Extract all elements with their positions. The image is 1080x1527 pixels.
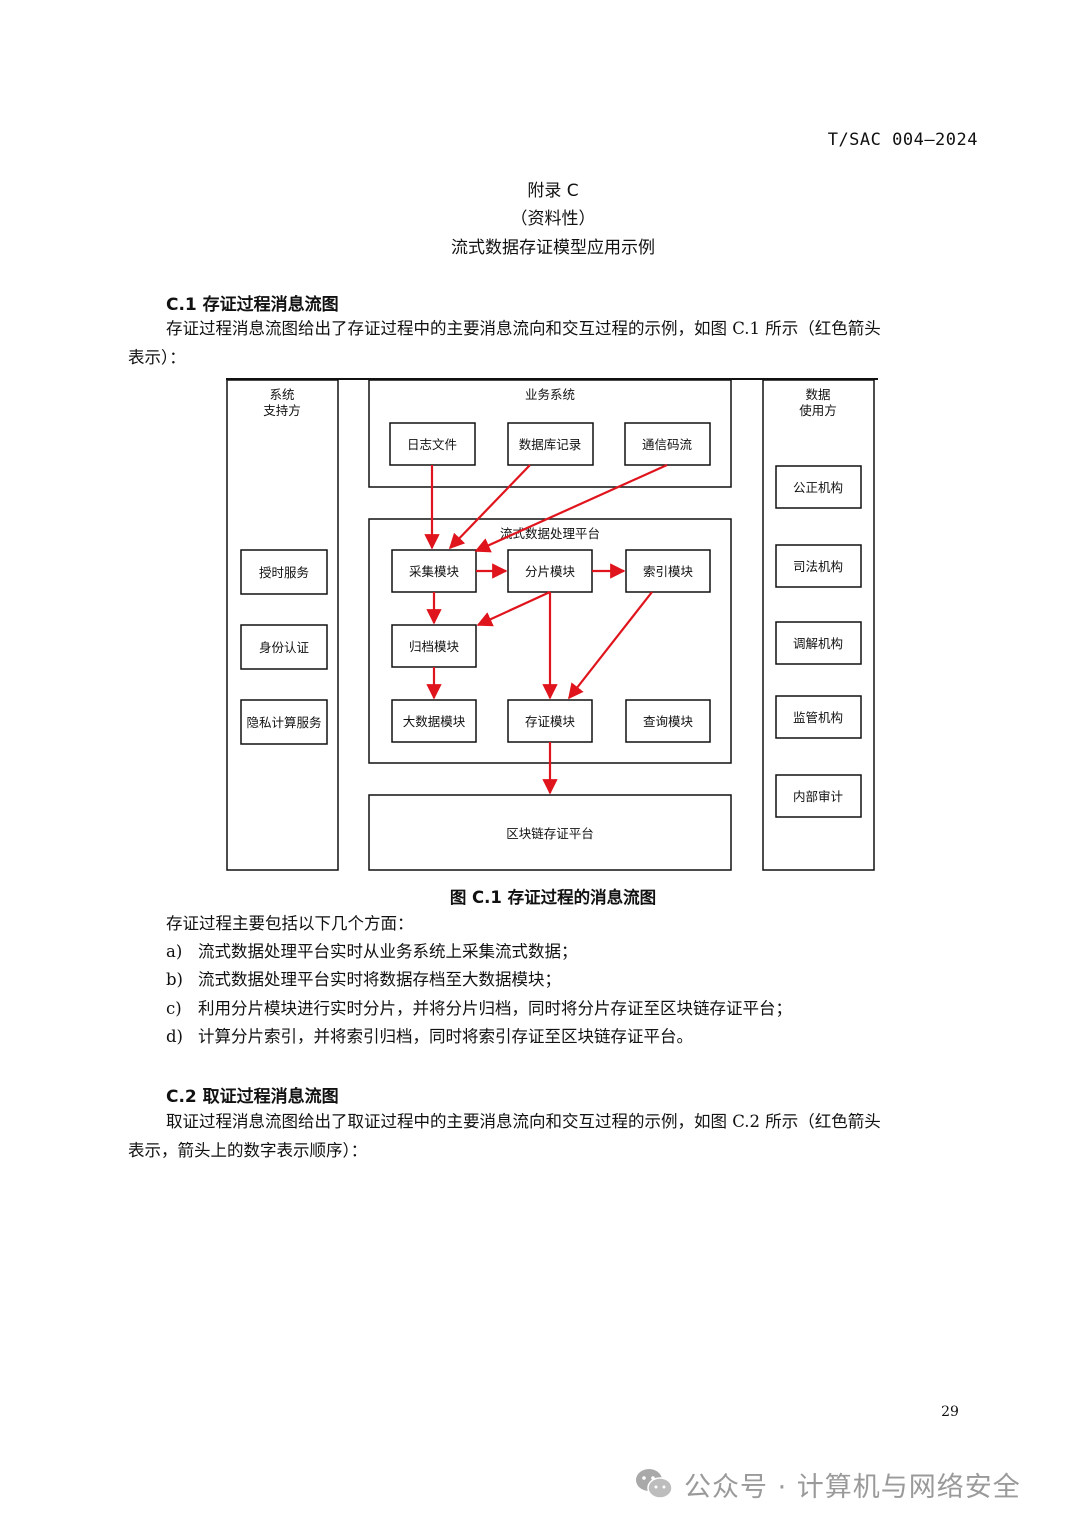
list-text-b: 流式数据处理平台实时将数据存档至大数据模块； <box>198 970 561 989</box>
db-record-label: 数据库记录 <box>519 437 582 452</box>
index-module-label: 索引模块 <box>643 564 694 579</box>
internal-audit-label: 内部审计 <box>793 789 843 804</box>
list-item-c: c) 利用分片模块进行实时分片，并将分片归档，同时将分片存证至区块链存证平台； <box>166 994 792 1023</box>
evidence-module-label: 存证模块 <box>525 714 576 729</box>
timing-service-box <box>240 549 328 595</box>
figure-c1-caption: 图 C.1 存证过程的消息流图 <box>449 888 657 907</box>
watermark-text: 公众号 · 计算机与网络安全 <box>684 1471 1021 1503</box>
section-c2-heading: C.2 取证过程消息流图 <box>166 1087 339 1107</box>
mediation-org-box <box>775 621 862 665</box>
document-number: T/SAC 004—2024 <box>827 130 978 150</box>
collect-module-label: 采集模块 <box>409 564 460 579</box>
section-c2-intro-line2: 表示，箭头上的数字表示顺序）： <box>128 1141 368 1160</box>
shard-module-label: 分片模块 <box>525 564 576 579</box>
index-module-box <box>625 549 711 593</box>
regulator-org-box <box>775 695 862 739</box>
archive-module-box <box>391 624 477 668</box>
list-item-a: a) 流式数据处理平台实时从业务系统上采集流式数据； <box>166 937 578 966</box>
blockchain-platform-label: 区块链存证平台 <box>506 826 594 841</box>
timing-service-label: 授时服务 <box>259 565 309 580</box>
list-marker-a: a) <box>166 942 183 961</box>
arrow-shard-to-archive <box>476 591 551 627</box>
log-file-label: 日志文件 <box>407 437 457 452</box>
chat-bubbles-icon <box>636 1469 673 1499</box>
identity-auth-box <box>240 624 328 670</box>
system-support-label-line2: 支持方 <box>263 403 301 418</box>
comm-stream-label: 通信码流 <box>642 437 693 452</box>
archive-module-label: 归档模块 <box>409 639 460 654</box>
list-item-d: d) 计算分片索引，并将索引归档，同时将索引存证至区块链存证平台。 <box>166 1022 693 1051</box>
list-text-d: 计算分片索引，并将索引归档，同时将索引存证至区块链存证平台。 <box>198 1027 693 1046</box>
section-c1-intro-line2: 表示）： <box>128 348 186 367</box>
query-module-box <box>625 699 711 743</box>
list-marker-d: d) <box>166 1027 183 1046</box>
business-system-title: 业务系统 <box>525 387 575 402</box>
page-number: 29 <box>941 1404 959 1420</box>
identity-auth-label: 身份认证 <box>259 640 310 655</box>
db-record-box <box>507 422 594 466</box>
watermark: 公众号 · 计算机与网络安全 <box>634 1462 1054 1506</box>
regulator-org-label: 监管机构 <box>793 710 843 725</box>
privacy-computing-label: 隐私计算服务 <box>246 715 321 730</box>
summary-line: 存证过程主要包括以下几个方面： <box>166 914 414 933</box>
arrow-index-to-evidence <box>568 591 653 700</box>
query-module-label: 查询模块 <box>643 714 694 729</box>
appendix-nature: （资料性） <box>510 209 596 229</box>
evidence-module-box <box>507 699 593 743</box>
bigdata-module-box <box>391 699 477 743</box>
arrow-db-to-collect <box>448 464 531 550</box>
mediation-org-label: 调解机构 <box>793 636 843 651</box>
list-item-b: b) 流式数据处理平台实时将数据存档至大数据模块； <box>166 965 561 994</box>
judicial-org-label: 司法机构 <box>793 559 843 574</box>
section-c1-intro-line1: 存证过程消息流图给出了存证过程中的主要消息流向和交互过程的示例，如图 C.1 所… <box>166 319 881 338</box>
message-flow-diagram: 系统 支持方 授时服务 身份认证 隐私计算服务 业务系统 日志文件 数据库记录 … <box>226 378 878 871</box>
appendix-subtitle: 流式数据存证模型应用示例 <box>451 238 655 258</box>
business-system-group: 业务系统 日志文件 数据库记录 通信码流 <box>368 379 732 488</box>
list-text-a: 流式数据处理平台实时从业务系统上采集流式数据； <box>198 942 578 961</box>
section-c1-heading: C.1 存证过程消息流图 <box>166 295 339 315</box>
bigdata-module-label: 大数据模块 <box>403 714 466 729</box>
arrow-comm-to-collect <box>474 463 668 553</box>
system-support-label-line1: 系统 <box>269 387 294 402</box>
notary-org-label: 公正机构 <box>793 480 843 495</box>
notary-org-box <box>775 465 862 509</box>
flow-arrows <box>424 463 668 795</box>
data-user-label-line2: 使用方 <box>799 403 837 418</box>
section-c2-intro-line1: 取证过程消息流图给出了取证过程中的主要消息流向和交互过程的示例，如图 C.2 所… <box>166 1112 881 1131</box>
comm-stream-box <box>624 422 711 466</box>
shard-module-box <box>507 549 593 593</box>
system-support-panel: 系统 支持方 授时服务 身份认证 隐私计算服务 <box>226 379 339 871</box>
internal-audit-box <box>775 774 862 818</box>
list-text-c: 利用分片模块进行实时分片，并将分片归档，同时将分片存证至区块链存证平台； <box>198 999 792 1018</box>
appendix-title: 附录 C <box>527 181 579 201</box>
data-user-label-line1: 数据 <box>805 387 830 402</box>
blockchain-platform-group: 区块链存证平台 <box>368 794 732 871</box>
judicial-org-box <box>775 544 862 588</box>
data-user-panel: 数据 使用方 公正机构 司法机构 调解机构 监管机构 内部审计 <box>762 379 875 871</box>
privacy-computing-box <box>240 699 328 745</box>
log-file-box <box>389 422 476 466</box>
list-marker-b: b) <box>166 970 183 989</box>
list-marker-c: c) <box>166 999 182 1018</box>
